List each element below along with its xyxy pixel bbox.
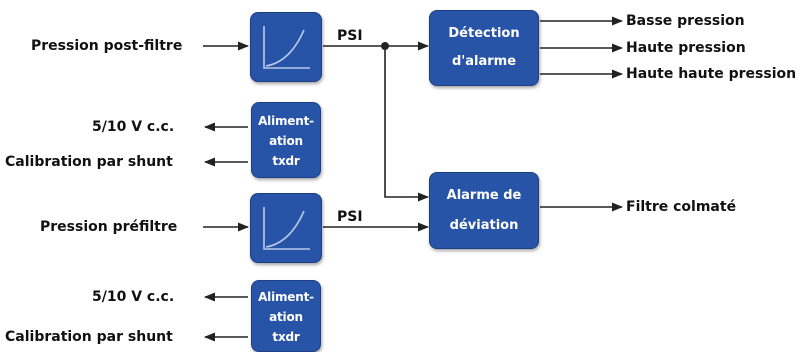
transducer-post-filter (250, 12, 322, 82)
pre-filter-pressure-label: Pression préfiltre (40, 219, 178, 235)
transfer-curve-icon (263, 207, 310, 250)
alarm-detection-line-1: Détection (448, 26, 520, 41)
clogged-filter-output-label: Filtre colmaté (626, 199, 737, 215)
transfer-curve-icon (263, 26, 310, 69)
to-deviation-top-arrow (384, 46, 430, 202)
high-pressure-output-label: Haute pression (626, 40, 746, 56)
transducer-supply-box-top: Aliment- ation txdr (251, 102, 321, 178)
supply-bottom-voltage-label: 5/10 V c.c. (92, 289, 175, 305)
supply-top-line-3: txdr (272, 154, 300, 168)
supply-bottom-shunt-label: Calibration par shunt (5, 329, 173, 345)
supply-top-line-2: ation (269, 134, 303, 148)
supply-top-line-1: Aliment- (258, 114, 314, 128)
high-high-pressure-output-label: Haute haute pression (626, 66, 797, 82)
transducer-pre-filter (250, 193, 322, 263)
alarm-detection-box: Détection d'alarme (429, 10, 539, 86)
supply-bottom-line-1: Aliment- (258, 290, 314, 304)
supply-bottom-line-2: ation (269, 310, 303, 324)
transducer-supply-box-bottom: Aliment- ation txdr (251, 280, 321, 352)
supply-top-shunt-label: Calibration par shunt (5, 154, 173, 170)
deviation-alarm-line-2: déviation (449, 218, 519, 233)
psi-label-top: PSI (337, 28, 363, 44)
junction-dot-icon (381, 42, 389, 50)
alarm-detection-line-2: d'alarme (451, 54, 517, 69)
psi-label-bottom: PSI (337, 209, 363, 225)
deviation-alarm-line-1: Alarme de (446, 188, 522, 203)
supply-top-voltage-label: 5/10 V c.c. (92, 119, 175, 135)
post-filter-pressure-label: Pression post-filtre (31, 38, 183, 54)
low-pressure-output-label: Basse pression (626, 13, 745, 29)
supply-bottom-line-3: txdr (272, 330, 300, 344)
deviation-alarm-box: Alarme de déviation (429, 172, 539, 249)
